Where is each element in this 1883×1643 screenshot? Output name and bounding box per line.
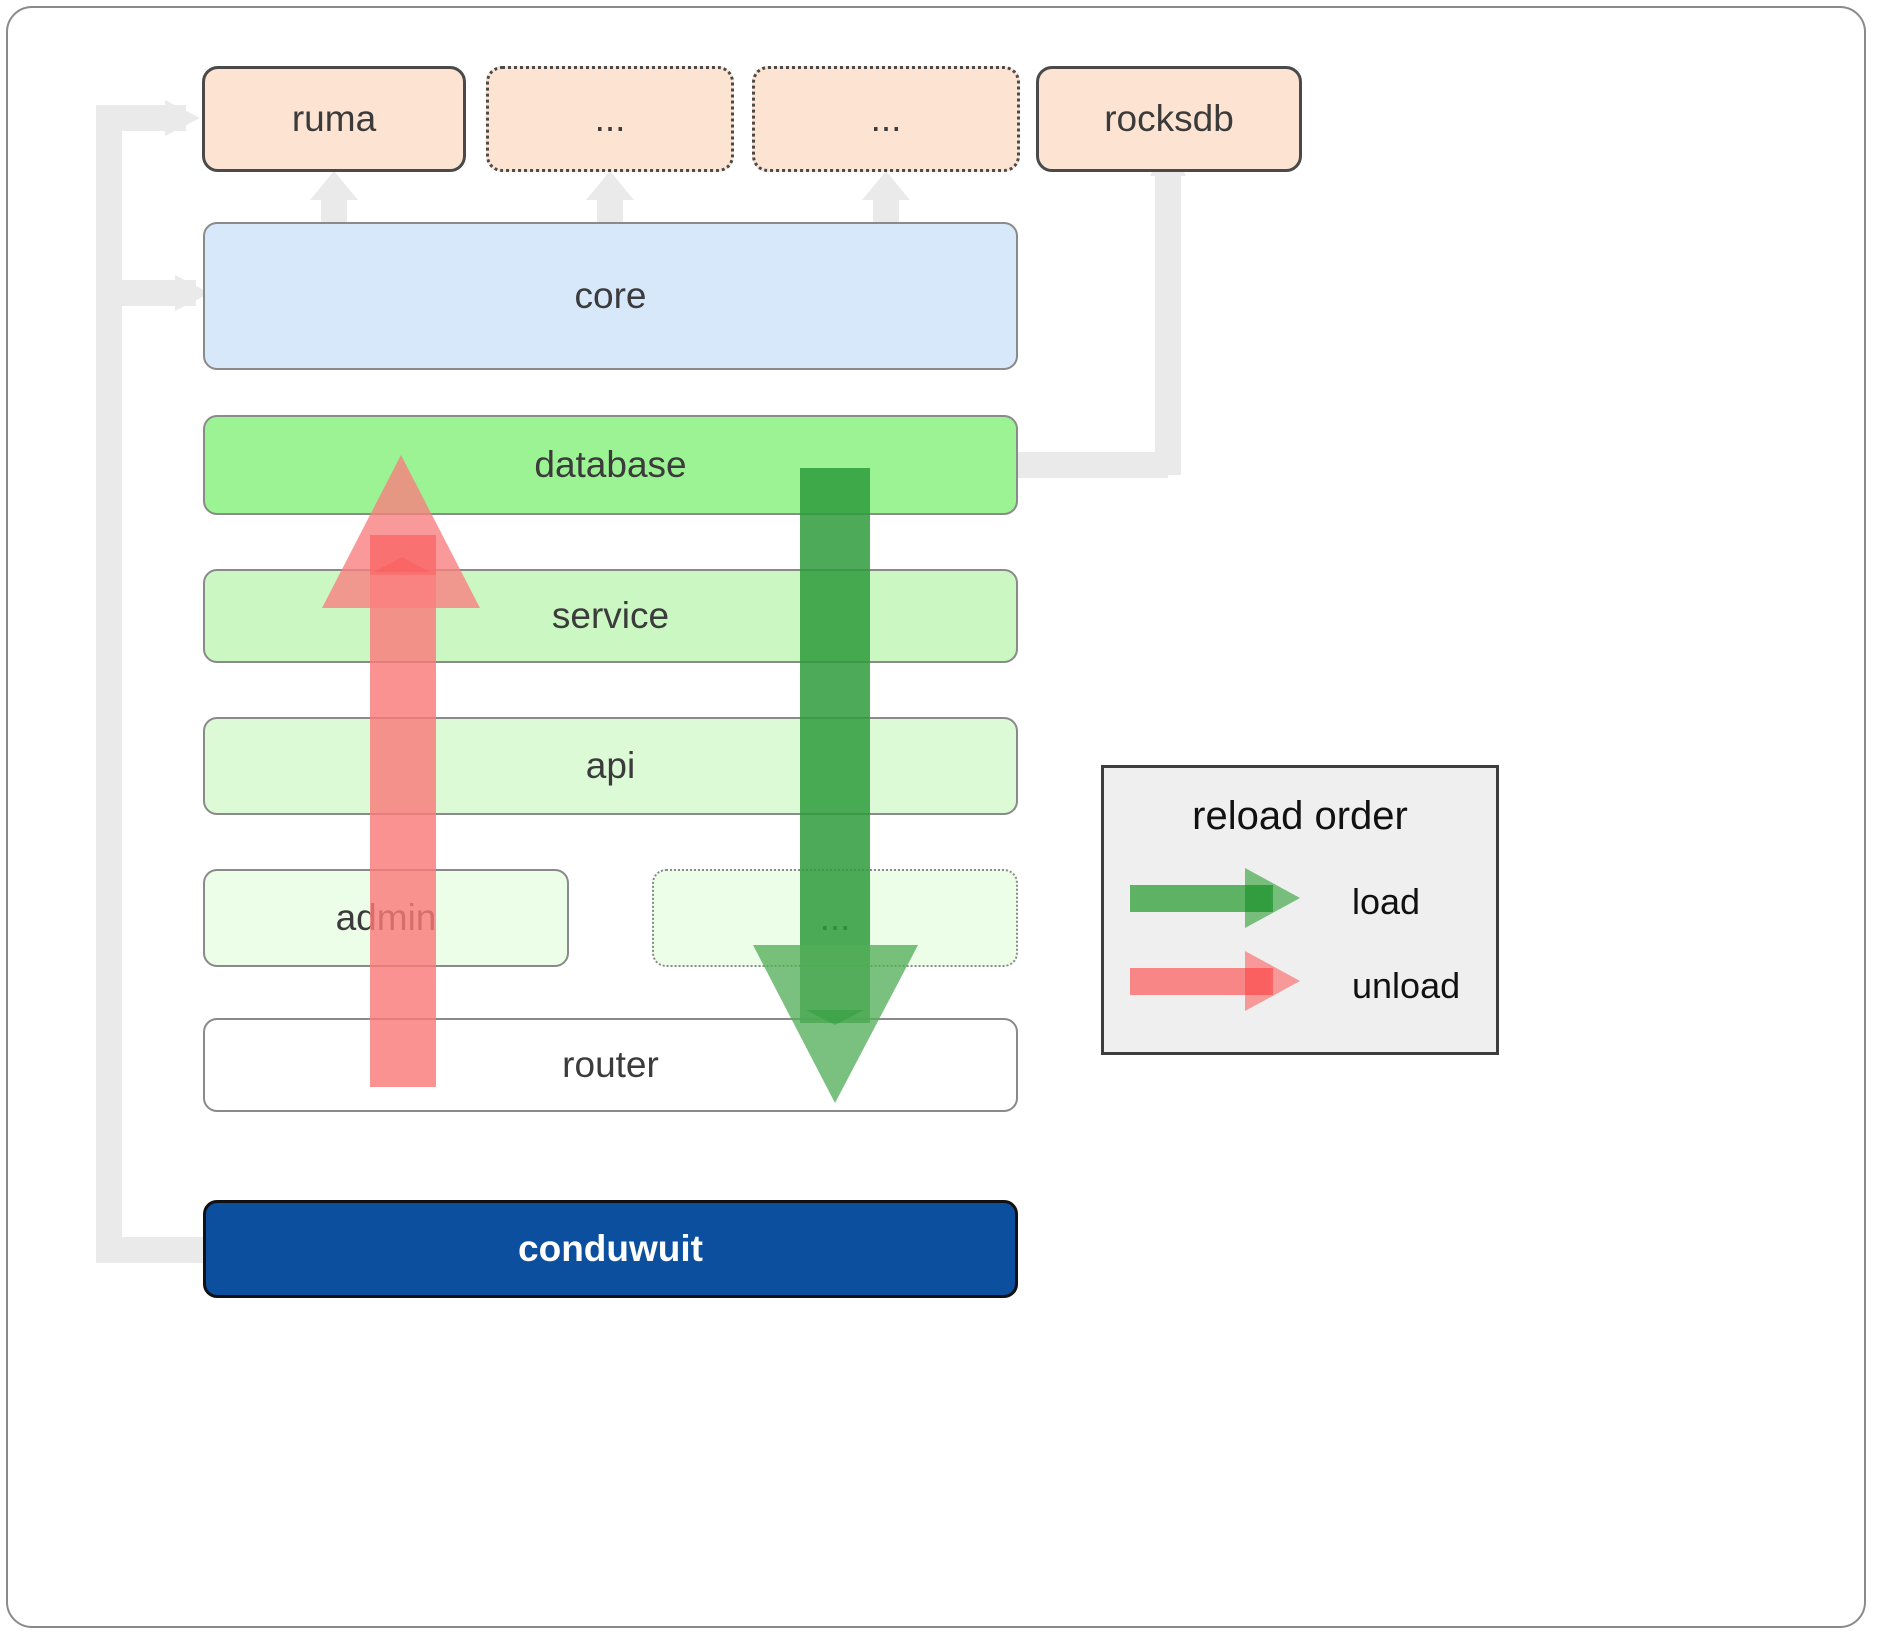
connector-to-core xyxy=(96,280,196,306)
connector-to-ruma xyxy=(96,105,186,131)
connector-database-to-rocksdb-v xyxy=(1155,175,1181,475)
connector-database-to-rocksdb-h xyxy=(1018,452,1168,478)
layer-core[interactable]: core xyxy=(203,222,1018,370)
layer-admin[interactable]: admin xyxy=(203,869,569,967)
dependency-rocksdb[interactable]: rocksdb xyxy=(1036,66,1302,172)
legend-unload-arrow-icon xyxy=(1130,951,1300,1011)
layer-router-label: router xyxy=(562,1044,659,1085)
root-conduwuit-label: conduwuit xyxy=(518,1228,703,1269)
legend-panel: reload order load unload xyxy=(1101,765,1499,1055)
legend-unload-label: unload xyxy=(1352,965,1461,1006)
layer-more-label: ... xyxy=(819,897,851,938)
dependency-more-1[interactable]: ... xyxy=(486,66,734,172)
layer-database-label: database xyxy=(534,444,687,485)
layer-more[interactable]: ... xyxy=(652,869,1018,967)
layer-service[interactable]: service xyxy=(203,569,1018,663)
dependency-ruma-label: ruma xyxy=(291,98,377,139)
layer-database[interactable]: database xyxy=(203,415,1018,515)
dependency-more-2[interactable]: ... xyxy=(752,66,1020,172)
legend-title: reload order xyxy=(1192,794,1408,838)
layer-api-label: api xyxy=(585,745,636,786)
layer-router[interactable]: router xyxy=(203,1018,1018,1112)
root-conduwuit[interactable]: conduwuit xyxy=(203,1200,1018,1298)
dependency-more-1-label: ... xyxy=(594,98,626,139)
legend-arrow-swatches xyxy=(1130,868,1300,1011)
layer-admin-label: admin xyxy=(335,897,437,938)
dependency-rocksdb-label: rocksdb xyxy=(1104,98,1234,139)
connector-to-conduwuit xyxy=(96,1237,216,1263)
layer-service-label: service xyxy=(551,595,670,636)
dependency-ruma[interactable]: ruma xyxy=(202,66,466,172)
layer-core-label: core xyxy=(574,275,647,316)
legend-load-label: load xyxy=(1352,881,1421,922)
dependency-more-2-label: ... xyxy=(870,98,902,139)
legend-load-arrow-icon xyxy=(1130,868,1300,928)
connector-left-trunk xyxy=(96,105,122,1263)
layer-api[interactable]: api xyxy=(203,717,1018,815)
